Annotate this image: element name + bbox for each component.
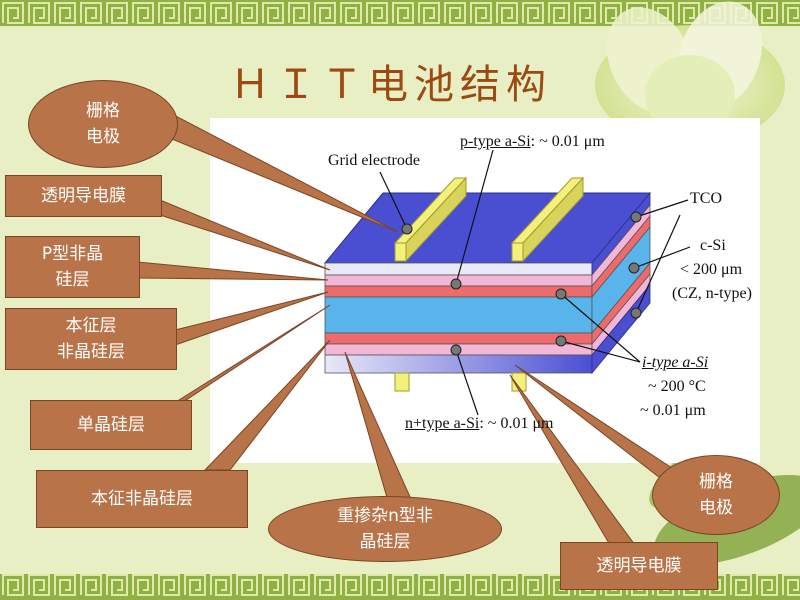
label-csi-1: c-Si bbox=[700, 237, 726, 254]
front-csi-layer bbox=[324, 296, 593, 334]
label-n-type-name: n+type a-Si bbox=[405, 415, 480, 432]
label-p-type-thickness: : ~ 0.01 μm bbox=[530, 133, 605, 150]
label-i-type-name: i-type a-Si bbox=[642, 354, 708, 372]
slide-title: ＨＩＴ电池结构 bbox=[230, 62, 552, 108]
label-i-type-temp: ~ 200 °C bbox=[648, 378, 706, 395]
callout-i-asi-top: 本征层 非晶硅层 bbox=[5, 308, 177, 370]
callout-p-asi: P型非晶 硅层 bbox=[5, 236, 140, 298]
label-i-type-name-text: i-type a-Si bbox=[642, 354, 709, 371]
label-csi-3: (CZ, n-type) bbox=[672, 285, 752, 302]
label-n-type-thickness: : ~ 0.01 μm bbox=[479, 415, 554, 432]
side-bottom-tco bbox=[591, 283, 651, 375]
lotus-decoration bbox=[595, 1, 785, 145]
diagram-leader-lines bbox=[379, 149, 691, 416]
label-grid-electrode: Grid electrode bbox=[328, 152, 420, 169]
label-tco: TCO bbox=[690, 190, 722, 207]
callout-i-asi-bottom: 本征非晶硅层 bbox=[36, 470, 248, 528]
callout-grid-electrode-top: 栅格 电极 bbox=[28, 80, 178, 168]
callout-tco-bottom: 透明导电膜 bbox=[560, 542, 718, 590]
callout-tco-top: 透明导电膜 bbox=[5, 175, 162, 217]
callout-grid-electrode-bottom: 栅格 电极 bbox=[652, 455, 780, 535]
diagram-pointer-dots bbox=[401, 211, 642, 356]
label-p-type-name: p-type a-Si bbox=[460, 133, 531, 150]
label-i-type-thickness: ~ 0.01 μm bbox=[640, 402, 706, 419]
callout-n-asi: 重掺杂n型非 晶硅层 bbox=[268, 496, 502, 562]
top-grid-electrode-2 bbox=[510, 176, 585, 263]
label-csi-2: < 200 μm bbox=[680, 261, 743, 278]
label-p-type: p-type a-Si: ~ 0.01 μm bbox=[460, 133, 605, 151]
front-i-asi-bottom-layer bbox=[324, 332, 593, 345]
bottom-grid-electrode-1 bbox=[394, 372, 410, 392]
top-grid-electrode-1 bbox=[393, 176, 468, 263]
label-n-type: n+type a-Si: ~ 0.01 μm bbox=[405, 415, 553, 433]
callout-csi: 单晶硅层 bbox=[30, 400, 192, 450]
